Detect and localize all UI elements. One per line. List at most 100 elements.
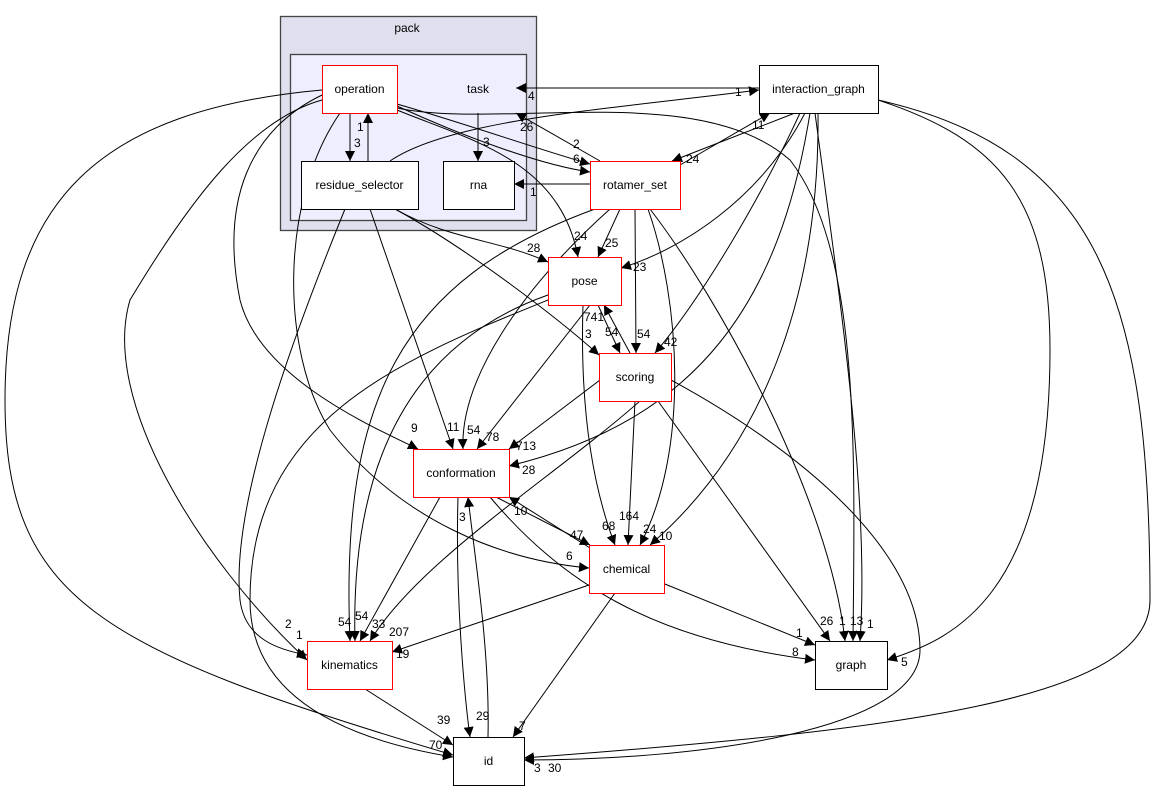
- edge-kinematics-to-id[interactable]: [364, 688, 454, 746]
- edge-residue_selector-to-conformation[interactable]: [369, 208, 455, 450]
- edge-label[interactable]: 713: [516, 439, 536, 453]
- edge-label[interactable]: 164: [619, 509, 639, 523]
- edge-label[interactable]: 54: [467, 423, 481, 437]
- edge-rotamer_set-to-interaction_graph[interactable]: [679, 112, 771, 166]
- edge-label[interactable]: 207: [389, 625, 409, 639]
- edge-label[interactable]: 6: [566, 549, 573, 563]
- edge-rotamer_set-to-task[interactable]: [515, 112, 601, 162]
- edge-interaction_graph-to-chemical[interactable]: [649, 112, 819, 546]
- edge-rotamer_set-to-scoring[interactable]: [630, 208, 641, 354]
- edge-pose-to-scoring[interactable]: [597, 304, 621, 354]
- edge-label[interactable]: 23: [633, 260, 647, 274]
- edge-chemical-to-conformation[interactable]: [508, 496, 591, 549]
- edge-label[interactable]: 9: [411, 421, 418, 435]
- node-interaction-graph[interactable]: interaction_graph: [759, 65, 879, 114]
- edge-scoring-to-chemical[interactable]: [623, 400, 636, 546]
- edge-scoring-to-graph[interactable]: [657, 400, 831, 642]
- edge-label[interactable]: 28: [527, 241, 541, 255]
- edge-label[interactable]: 29: [476, 709, 490, 723]
- edge-rotamer_set-to-pose[interactable]: [597, 208, 621, 258]
- edge-label[interactable]: 1: [296, 628, 303, 642]
- edge-label[interactable]: 24: [686, 152, 700, 166]
- edge-label[interactable]: 10: [514, 504, 528, 518]
- node-conformation[interactable]: conformation: [413, 449, 510, 498]
- edge-operation-to-kinematics[interactable]: [124, 99, 323, 661]
- edge-operation-to-graph[interactable]: [396, 107, 859, 642]
- edge-scoring-to-conformation[interactable]: [508, 379, 601, 450]
- edge-interaction_graph-to-id[interactable]: [523, 99, 1151, 763]
- node-pose[interactable]: pose: [548, 257, 622, 306]
- edge-label[interactable]: 54: [605, 325, 619, 339]
- edge-label[interactable]: 1: [530, 185, 537, 199]
- edge-pose-to-chemical[interactable]: [581, 304, 617, 546]
- edge-label[interactable]: 26: [820, 614, 834, 628]
- edge-interaction_graph-to-scoring[interactable]: [654, 112, 801, 354]
- edge-label[interactable]: 13: [850, 614, 864, 628]
- edge-residue_selector-to-kinematics[interactable]: [238, 208, 346, 659]
- edge-label[interactable]: 47: [570, 528, 584, 542]
- edge-interaction_graph-to-rotamer_set[interactable]: [671, 112, 796, 163]
- edge-label[interactable]: 54: [338, 615, 352, 629]
- node-residue-selector[interactable]: residue_selector: [301, 161, 419, 210]
- edge-label[interactable]: 78: [486, 430, 500, 444]
- edge-scoring-to-kinematics[interactable]: [369, 400, 641, 642]
- edge-label[interactable]: 4: [528, 89, 535, 103]
- edge-interaction_graph-to-graph[interactable]: [877, 99, 1051, 662]
- edge-interaction_graph-to-conformation[interactable]: [508, 112, 811, 469]
- edge-chemical-to-id[interactable]: [512, 592, 616, 738]
- node-id[interactable]: id: [453, 737, 525, 786]
- edge-label[interactable]: 39: [437, 713, 451, 727]
- edge-rotamer_set-to-kinematics[interactable]: [344, 208, 596, 642]
- edge-conformation-to-graph[interactable]: [489, 496, 816, 664]
- edge-label[interactable]: 2: [285, 617, 292, 631]
- edge-id-to-conformation[interactable]: [464, 496, 489, 738]
- edge-label[interactable]: 8: [792, 645, 799, 659]
- edge-conformation-to-id[interactable]: [456, 496, 474, 738]
- edge-label[interactable]: 5: [901, 655, 908, 669]
- edge-label[interactable]: 7: [519, 719, 526, 733]
- edge-label[interactable]: 741: [584, 310, 604, 324]
- edge-scoring-to-pose[interactable]: [603, 304, 631, 354]
- edge-label[interactable]: 3: [534, 761, 541, 775]
- edge-label[interactable]: 10: [659, 529, 673, 543]
- edge-label[interactable]: 6: [573, 152, 580, 166]
- edge-operation-to-rotamer_set[interactable]: [396, 105, 591, 176]
- edge-label[interactable]: 3: [483, 135, 490, 149]
- edge-rotamer_set-to-chemical[interactable]: [639, 208, 676, 546]
- edge-label[interactable]: 54: [355, 609, 369, 623]
- edge-label[interactable]: 3: [354, 136, 361, 150]
- edge-operation-to-conformation[interactable]: [233, 94, 419, 450]
- node-chemical[interactable]: chemical: [589, 545, 665, 594]
- edge-rotamer_set-to-conformation[interactable]: [457, 208, 611, 450]
- edge-label[interactable]: 33: [372, 617, 386, 631]
- edge-label[interactable]: 25: [605, 236, 619, 250]
- node-scoring[interactable]: scoring: [599, 353, 672, 402]
- node-operation[interactable]: operation: [322, 65, 398, 114]
- edge-interaction_graph-to-graph[interactable]: [814, 112, 866, 642]
- edge-label[interactable]: 42: [664, 335, 678, 349]
- edge-label[interactable]: 1: [357, 120, 364, 134]
- edge-label[interactable]: 24: [574, 229, 588, 243]
- edge-label[interactable]: 3: [459, 510, 466, 524]
- edge-label[interactable]: 1: [735, 85, 742, 99]
- edge-pose-to-kinematics[interactable]: [349, 294, 549, 642]
- edge-pose-to-conformation[interactable]: [476, 304, 591, 450]
- edge-label[interactable]: 54: [637, 327, 651, 341]
- edge-residue_selector-to-interaction_graph[interactable]: [389, 86, 760, 162]
- edge-scoring-to-id[interactable]: [523, 379, 921, 765]
- node-rotamer-set[interactable]: rotamer_set: [590, 161, 681, 210]
- edge-label[interactable]: 30: [548, 761, 562, 775]
- edge-operation-to-id[interactable]: [4, 89, 454, 757]
- edge-label[interactable]: 11: [752, 118, 765, 132]
- edge-rotamer_set-to-graph[interactable]: [649, 208, 849, 642]
- edge-operation-to-pose[interactable]: [396, 109, 582, 258]
- edge-label[interactable]: 19: [396, 647, 410, 661]
- edge-pose-to-id[interactable]: [249, 299, 549, 761]
- edge-label[interactable]: 3: [585, 327, 592, 341]
- edge-chemical-to-graph[interactable]: [654, 579, 816, 646]
- node-kinematics[interactable]: kinematics: [307, 641, 393, 690]
- edge-label[interactable]: 70: [429, 738, 443, 752]
- edge-label[interactable]: 26: [520, 120, 534, 134]
- edge-label[interactable]: 68: [602, 519, 616, 533]
- edge-residue_selector-to-pose[interactable]: [394, 208, 549, 263]
